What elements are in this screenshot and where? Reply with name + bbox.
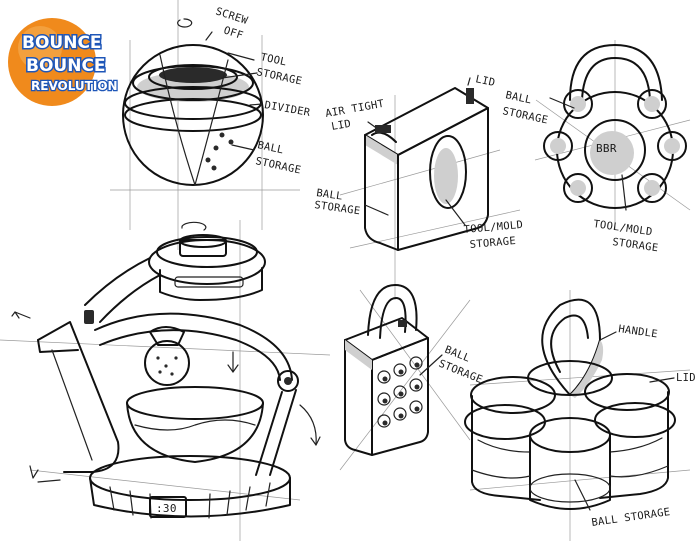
box-label-ball: BALL: [316, 187, 344, 203]
sphere-label-screw: SCREW: [214, 5, 250, 27]
brand-logo: BOUNCE BOUNCE REVOLUTION: [8, 18, 119, 106]
box-label-tool-mold: TOOL/MOLD: [463, 219, 523, 236]
box-label-air-tight: AIR TIGHT: [324, 98, 385, 120]
ring-label-tool-mold-storage: STORAGE: [612, 236, 660, 254]
ring-label-ball-storage: STORAGE: [501, 105, 549, 126]
ring-label-tool-mold: TOOL/MOLD: [593, 218, 654, 238]
ring-label-center: BBR: [596, 142, 617, 155]
sphere-label-tool-storage: STORAGE: [255, 66, 303, 87]
sphere-label-tool: TOOL: [259, 51, 287, 68]
sphere-label-divider: DIVIDER: [263, 99, 311, 119]
machine-concept-sketch: :30: [11, 221, 321, 519]
box-concept-sketch: LID AIR TIGHT LID BALL STORAGE TOOL/MOLD…: [314, 73, 524, 251]
machine-display: :30: [156, 502, 177, 515]
ring-concept-sketch: BBR BALL STORAGE TOOL/MOLD STORAGE: [501, 44, 687, 254]
flower-label-lid: LID: [676, 372, 696, 384]
box-label-lid: LID: [474, 73, 496, 89]
sphere-label-off: OFF: [222, 24, 245, 42]
sphere-concept-sketch: SCREW OFF TOOL STORAGE DIVIDER BALL STOR…: [122, 5, 312, 186]
sphere-label-ball: BALL: [256, 139, 284, 156]
box-label-tool-mold-storage: STORAGE: [469, 235, 516, 251]
ring-label-ball: BALL: [504, 89, 532, 106]
bag-concept-sketch: BALL STORAGE: [344, 284, 484, 456]
flower-label-handle: HANDLE: [618, 323, 659, 340]
logo-line-1: BOUNCE: [22, 33, 102, 53]
flower-concept-sketch: HANDLE LID BALL STORAGE: [464, 298, 696, 529]
logo-line-2: BOUNCE: [26, 56, 106, 76]
box-label-ball-storage: STORAGE: [314, 199, 362, 217]
box-label-air-tight-lid: LID: [330, 118, 352, 133]
logo-line-3: REVOLUTION: [31, 79, 118, 93]
flower-label-ball-storage: BALL STORAGE: [591, 506, 671, 529]
sphere-label-ball-storage: STORAGE: [254, 155, 302, 176]
